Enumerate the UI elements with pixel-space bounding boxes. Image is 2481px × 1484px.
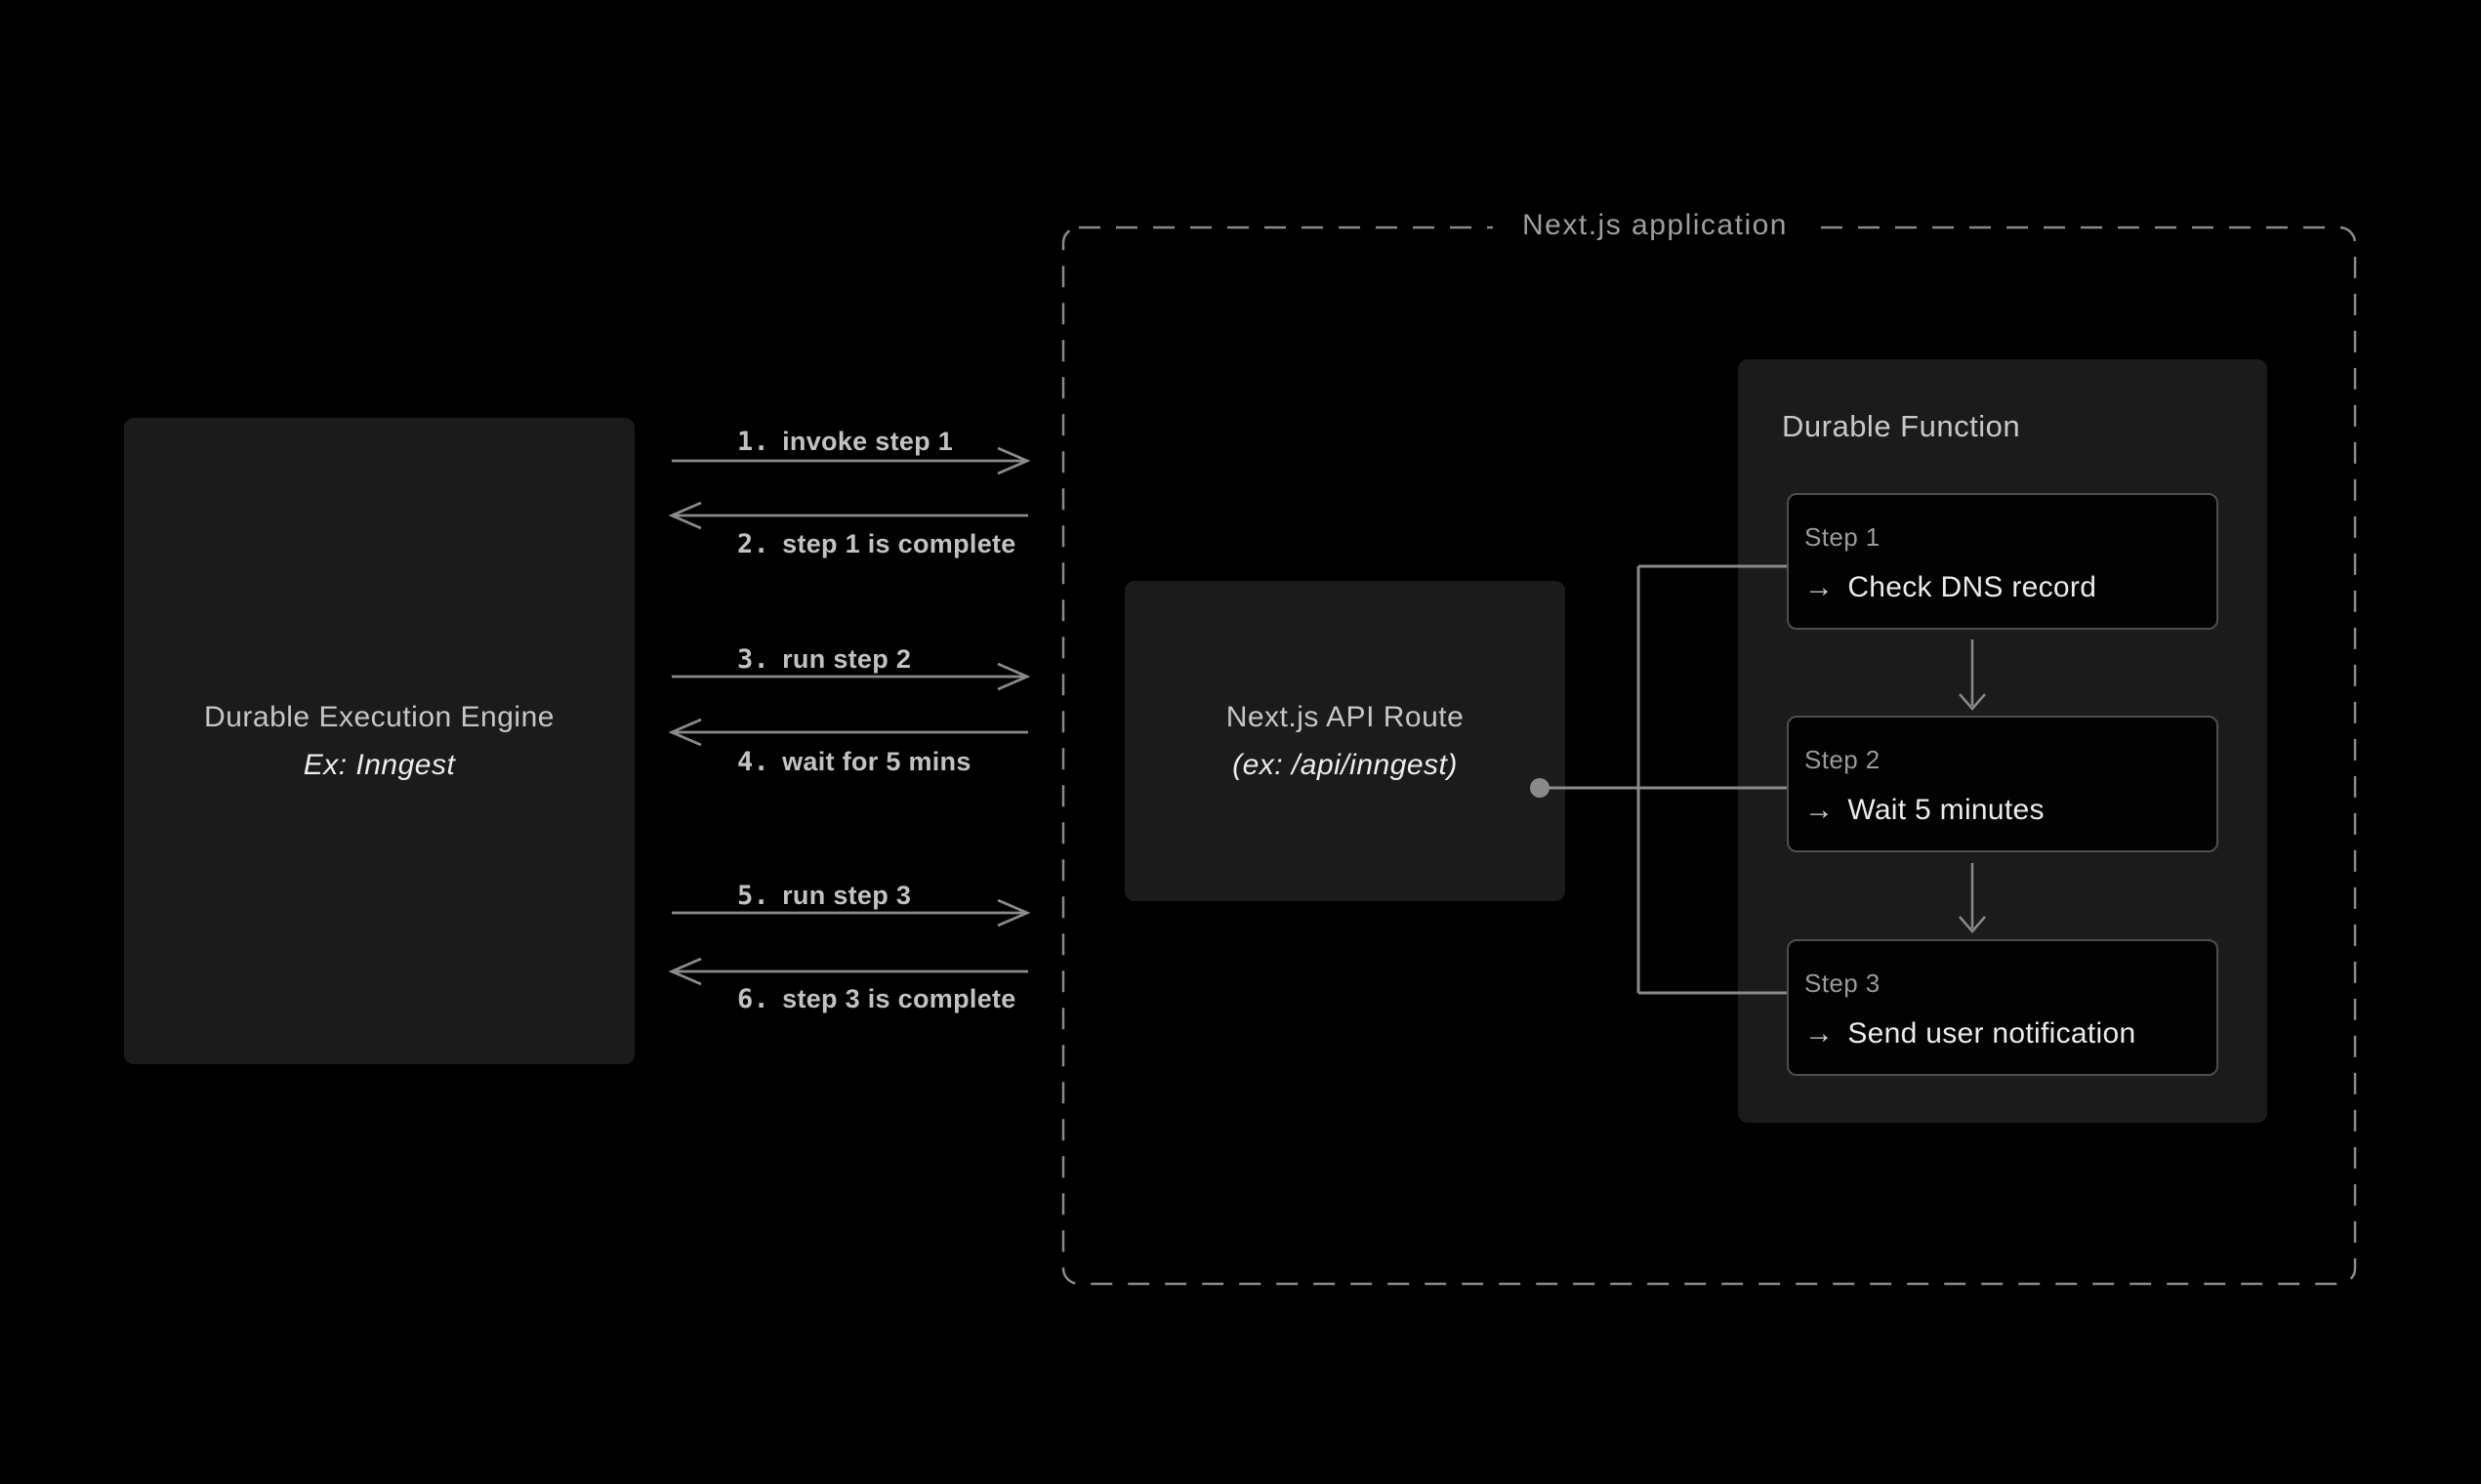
step-3-action: → Send user notification xyxy=(1804,1015,2135,1052)
step-1-action-text: Check DNS record xyxy=(1847,571,2097,603)
message-arrow-4-left-icon xyxy=(668,718,1028,747)
message-label-6: 6. step 3 is complete xyxy=(737,981,1016,1017)
step-2-label: Step 2 xyxy=(1804,745,1881,774)
step-3-action-text: Send user notification xyxy=(1847,1017,2136,1050)
message-text: step 3 is complete xyxy=(782,984,1016,1013)
engine-title: Durable Execution Engine xyxy=(204,700,555,733)
message-text: run step 2 xyxy=(782,644,912,674)
step-card-2: Step 2 → Wait 5 minutes xyxy=(1787,716,2218,852)
message-label-1: 1. invoke step 1 xyxy=(737,424,953,460)
message-label-4: 4. wait for 5 mins xyxy=(737,744,972,780)
message-number: 5. xyxy=(737,881,770,911)
durable-function-panel: Durable Function Step 1 → Check DNS reco… xyxy=(1738,359,2267,1123)
message-text: invoke step 1 xyxy=(782,427,954,456)
step-1-action: → Check DNS record xyxy=(1804,569,2096,606)
arrow-right-icon: → xyxy=(1804,794,1835,826)
message-number: 4. xyxy=(737,747,770,777)
message-label-2: 2. step 1 is complete xyxy=(737,526,1016,562)
message-number: 6. xyxy=(737,984,770,1014)
step-3-label: Step 3 xyxy=(1804,969,1881,998)
step-1-label: Step 1 xyxy=(1804,522,1881,552)
message-number: 1. xyxy=(737,427,770,457)
message-label-3: 3. run step 2 xyxy=(737,641,911,678)
api-route-box: Next.js API Route (ex: /api/inngest) xyxy=(1125,581,1565,901)
arrow-right-icon: → xyxy=(1804,571,1835,603)
step-card-3: Step 3 → Send user notification xyxy=(1787,939,2218,1076)
step-2-action: → Wait 5 minutes xyxy=(1804,792,2045,829)
step-card-1: Step 1 → Check DNS record xyxy=(1787,493,2218,630)
arrow-right-icon: → xyxy=(1804,1017,1835,1050)
message-label-5: 5. run step 3 xyxy=(737,878,911,914)
engine-subtitle: Ex: Inngest xyxy=(303,748,456,781)
message-number: 3. xyxy=(737,644,770,675)
message-text: step 1 is complete xyxy=(782,529,1016,558)
durable-execution-engine-box: Durable Execution Engine Ex: Inngest xyxy=(124,418,635,1064)
message-arrow-2-left-icon xyxy=(668,501,1028,530)
message-text: run step 3 xyxy=(782,881,912,910)
message-text: wait for 5 mins xyxy=(782,747,972,776)
durable-function-title: Durable Function xyxy=(1782,409,2021,443)
nextjs-app-title: Next.js application xyxy=(1493,206,1817,245)
message-number: 2. xyxy=(737,529,770,559)
api-route-subtitle: (ex: /api/inngest) xyxy=(1232,748,1458,781)
api-route-title: Next.js API Route xyxy=(1225,700,1465,733)
step-2-action-text: Wait 5 minutes xyxy=(1847,794,2045,826)
